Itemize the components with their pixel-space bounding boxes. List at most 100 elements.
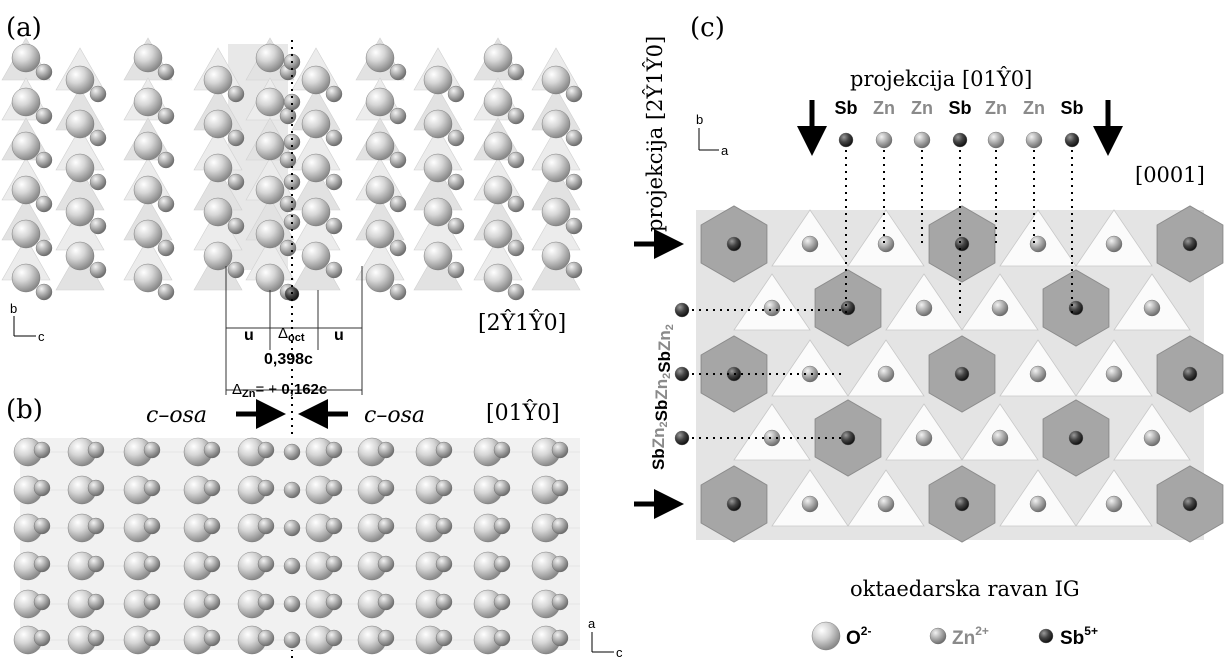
top-row-label: Zn (1023, 98, 1045, 118)
zinc-atom (447, 85, 465, 103)
oxygen-atom (301, 241, 331, 271)
zinc-atom (33, 441, 51, 459)
panel-b-polyhedra (20, 438, 580, 650)
zinc-atom (325, 517, 343, 535)
zinc-atom (1029, 235, 1047, 253)
layer-caption: oktaedarska ravan IG (850, 577, 1080, 601)
panel-a-axes: b c (10, 301, 45, 344)
zinc-atom (493, 441, 511, 459)
zinc-atom (203, 517, 221, 535)
zinc-atom (35, 283, 53, 301)
zinc-atom (227, 85, 245, 103)
oxygen-atom (11, 175, 41, 205)
oxygen-atom (423, 109, 453, 139)
zinc-atom (801, 235, 819, 253)
zinc-atom (763, 299, 781, 317)
projection-background (20, 438, 580, 650)
zinc-atom (203, 555, 221, 573)
zinc-atom (89, 173, 107, 191)
zinc-atom (875, 131, 893, 149)
oxygen-atom (203, 241, 233, 271)
zinc-atom (257, 629, 275, 647)
oxygen-atom (11, 131, 41, 161)
zinc-atom (283, 557, 301, 575)
zinc-atom (227, 173, 245, 191)
zinc-atom (551, 441, 569, 459)
panel-c: (c) [0001] projekcija [01Ŷ0] projekcija … (634, 13, 1224, 651)
oxygen-atom (133, 43, 163, 73)
antimony-atom (674, 302, 690, 318)
u-right-label: u (334, 327, 344, 344)
zinc-atom (279, 151, 297, 169)
zinc-atom (1105, 495, 1123, 513)
zinc-atom (507, 63, 525, 81)
oxygen-atom (541, 153, 571, 183)
antimony-atom (1182, 236, 1198, 252)
oxygen-atom (133, 219, 163, 249)
oxygen-atom (365, 43, 395, 73)
zinc-atom (33, 629, 51, 647)
zinc-atom (1029, 365, 1047, 383)
zinc-atom (87, 479, 105, 497)
panel-b-axes: a c (588, 616, 623, 659)
zinc-atom (565, 173, 583, 191)
zinc-atom (203, 629, 221, 647)
side-sequence-label: SbZn2SbZn2SbZn2 (649, 324, 676, 470)
zinc-atom (325, 261, 343, 279)
oxygen-atom (203, 153, 233, 183)
zinc-atom (447, 217, 465, 235)
side-sequence-part: Zn (655, 330, 674, 351)
oxygen-atom (133, 87, 163, 117)
zinc-atom (565, 217, 583, 235)
zinc-atom (143, 441, 161, 459)
oxygen-atom (301, 153, 331, 183)
zinc-atom (377, 517, 395, 535)
antimony-atom (954, 236, 970, 252)
antimony-atom (838, 132, 854, 148)
zinc-atom (493, 555, 511, 573)
zinc-atom (257, 593, 275, 611)
zinc-atom (283, 595, 301, 613)
zinc-atom (325, 217, 343, 235)
side-sequence-part: Sb (652, 400, 671, 422)
oxygen-atom (483, 219, 513, 249)
zinc-atom (435, 479, 453, 497)
oxygen-atom (365, 263, 395, 293)
oxygen-atom (365, 219, 395, 249)
zinc-atom (551, 593, 569, 611)
zinc-atom (203, 593, 221, 611)
zinc-atom (227, 217, 245, 235)
oxygen-atom (255, 43, 285, 73)
zinc-atom (1105, 365, 1123, 383)
zinc-atom (1105, 235, 1123, 253)
antimony-atom (954, 366, 970, 382)
zinc-atom (87, 629, 105, 647)
zinc-atom (1025, 131, 1043, 149)
top-row-label: Zn (985, 98, 1007, 118)
side-sequence-part: Sb (655, 351, 674, 373)
panel-c-label: (c) (690, 13, 725, 43)
zinc-atom (447, 261, 465, 279)
zinc-atom (35, 63, 53, 81)
oxygen-atom (11, 263, 41, 293)
zinc-atom (389, 283, 407, 301)
axis-a-horizontal: c (38, 329, 45, 344)
zinc-atom (991, 299, 1009, 317)
antimony-atom (1068, 430, 1084, 446)
side-sequence-subscript: 2 (658, 421, 670, 427)
zinc-atom (35, 107, 53, 125)
panel-b-direction: [01Ŷ0] (486, 399, 560, 426)
oxygen-atom (423, 241, 453, 271)
zinc-atom (493, 629, 511, 647)
panel-b-label: (b) (6, 395, 43, 425)
zinc-atom (33, 517, 51, 535)
projection-top-label: projekcija [01Ŷ0] (850, 67, 1032, 91)
antimony-atom (674, 430, 690, 446)
zinc-atom (35, 195, 53, 213)
zinc-atom (377, 593, 395, 611)
zinc-atom (1143, 429, 1161, 447)
zinc-atom (143, 629, 161, 647)
zinc-atom (325, 85, 343, 103)
